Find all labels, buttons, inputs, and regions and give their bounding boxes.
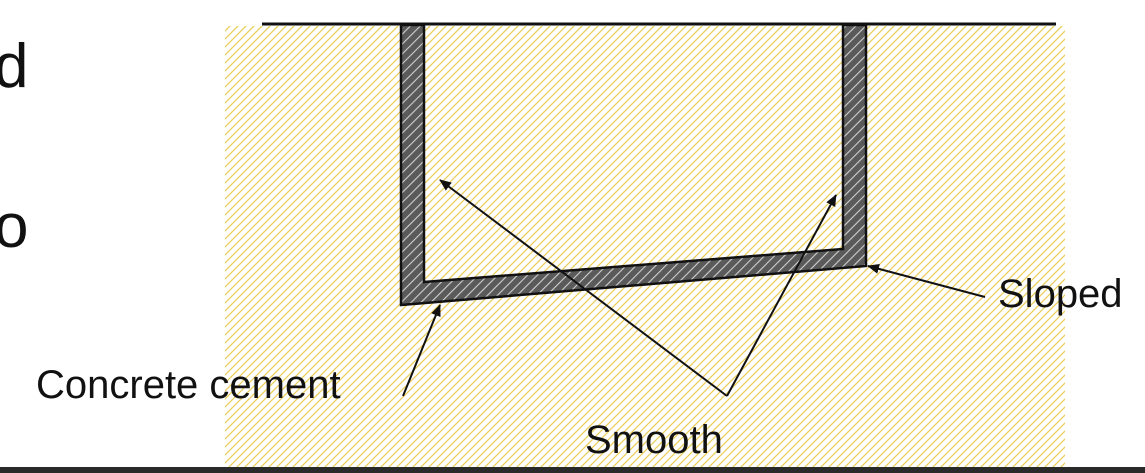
concrete-lining (399, 23, 868, 307)
bottom-rule (0, 467, 1145, 473)
cropped-text-fragment: d (0, 32, 29, 101)
cropped-text-fragment: o (0, 192, 29, 261)
soil-region (225, 26, 1065, 471)
smooth-arrow-left (439, 179, 728, 397)
concrete-cement-label: Concrete cement (36, 363, 341, 407)
sloped-label: Sloped (998, 272, 1123, 316)
smooth-label: Smooth (585, 418, 723, 462)
smooth-arrow-right (726, 194, 837, 397)
concrete-arrow (402, 304, 441, 397)
sloped-arrow (867, 263, 986, 298)
